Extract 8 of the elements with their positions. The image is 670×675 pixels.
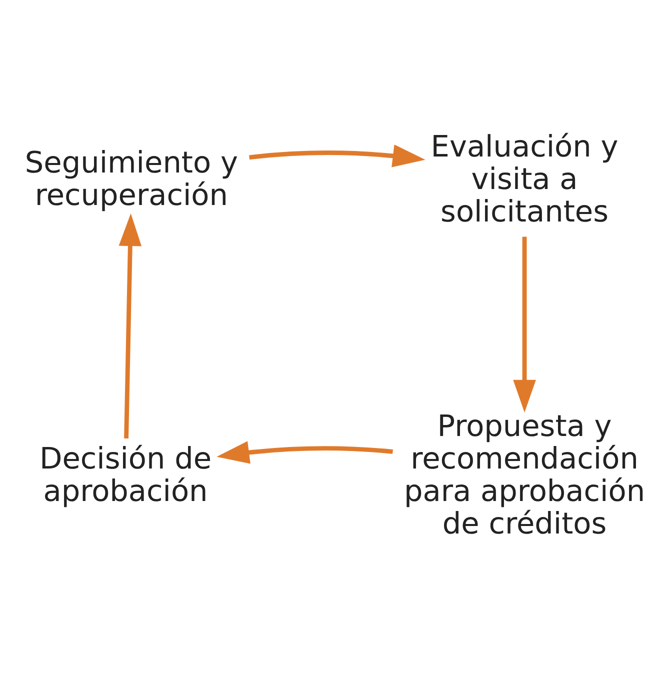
arrow (118, 213, 142, 438)
arrow (249, 144, 426, 168)
arrow (513, 236, 536, 412)
arrow (216, 441, 393, 464)
node-text: Evaluación y visita a solicitantes (430, 129, 618, 228)
node-text: Seguimiento y recuperación (24, 146, 238, 212)
node-text: Propuesta y recomendación para aprobación de créditos (404, 408, 646, 540)
node-text: Decisión de aprobación (39, 441, 212, 508)
